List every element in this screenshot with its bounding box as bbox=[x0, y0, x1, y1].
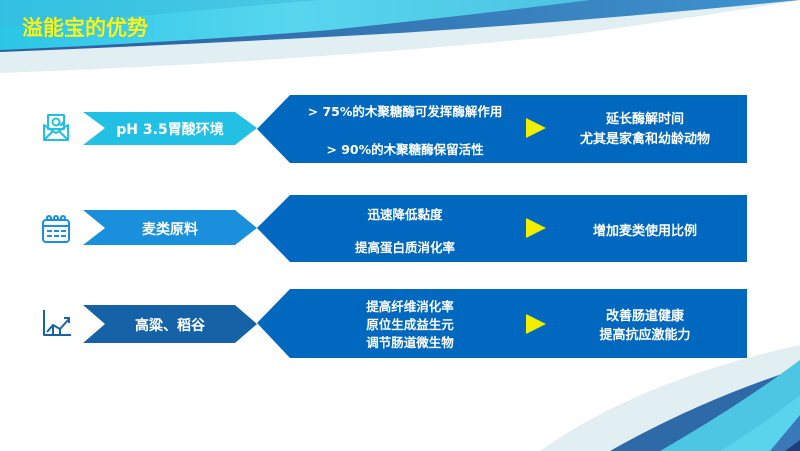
row1-result-2: 尤其是家禽和幼龄动物 bbox=[579, 132, 710, 147]
row1-label-arrow bbox=[83, 112, 257, 145]
row2-yellow-arrow-icon bbox=[526, 218, 546, 238]
row2-result-1: 增加麦类使用比例 bbox=[592, 224, 697, 239]
page-title: 溢能宝的优势 bbox=[22, 16, 148, 40]
row3-label: 高粱、稻谷 bbox=[135, 318, 205, 334]
row3-result-1: 改善肠道健康 bbox=[605, 309, 684, 324]
row3-yellow-arrow-icon bbox=[526, 314, 546, 334]
row1-content-box bbox=[257, 95, 747, 163]
calendar-icon bbox=[42, 215, 70, 243]
row2-label-arrow bbox=[83, 210, 257, 245]
row1-effect-2: > 90%的木聚糖酶保留活性 bbox=[326, 142, 484, 157]
envelope-icon bbox=[43, 114, 69, 141]
growth-chart-icon bbox=[43, 310, 71, 336]
row3-effect-1: 提高纤维消化率 bbox=[366, 299, 454, 314]
row1-yellow-arrow-icon bbox=[526, 118, 546, 138]
row2-effect-2: 提高蛋白质消化率 bbox=[354, 240, 455, 255]
row3-content-box bbox=[257, 289, 747, 358]
row3-effect-2: 原位生成益生元 bbox=[366, 317, 454, 332]
row3-effect-3: 调节肠道微生物 bbox=[366, 335, 454, 350]
row2-label: 麦类原料 bbox=[142, 222, 198, 238]
row1-effect-1: > 75%的木聚糖酶可发挥酶解作用 bbox=[307, 104, 503, 119]
row2-effect-1: 迅速降低黏度 bbox=[367, 207, 443, 222]
row3-label-arrow bbox=[83, 305, 257, 343]
row2-content-box bbox=[257, 195, 747, 262]
row1-label: pH 3.5胃酸环境 bbox=[116, 122, 224, 138]
row1-result-1: 延长酶解时间 bbox=[605, 112, 684, 127]
row3-result-2: 提高抗应激能力 bbox=[599, 328, 691, 343]
